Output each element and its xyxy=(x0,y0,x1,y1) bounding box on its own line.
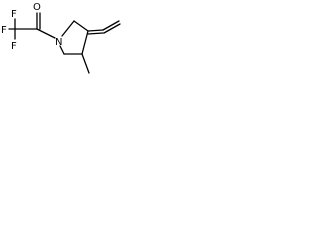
bond-ethenylidene-ch2-b xyxy=(103,23,121,34)
oxygen-label: O xyxy=(33,2,41,13)
nitrogen-label: N xyxy=(55,37,62,48)
molecule-structure: F F F O N xyxy=(1,2,121,74)
bond-c3-ethenylidene-b xyxy=(87,32,104,35)
fluorine-label-bottom: F xyxy=(11,41,17,52)
bond-c3-ethenylidene-a xyxy=(87,29,104,32)
fluorine-label-top: F xyxy=(11,9,17,20)
bond-c3-c4 xyxy=(81,30,89,55)
bond-c2-n xyxy=(36,28,56,39)
bond-ch2-top-c3 xyxy=(73,20,89,32)
bond-ch2-bottom-n xyxy=(59,45,65,55)
fluorine-label-left: F xyxy=(1,25,7,36)
bond-c4-methyl xyxy=(81,53,90,74)
bond-n-ch2-top xyxy=(61,20,75,37)
bond-ethenylidene-ch2-a xyxy=(102,20,120,31)
